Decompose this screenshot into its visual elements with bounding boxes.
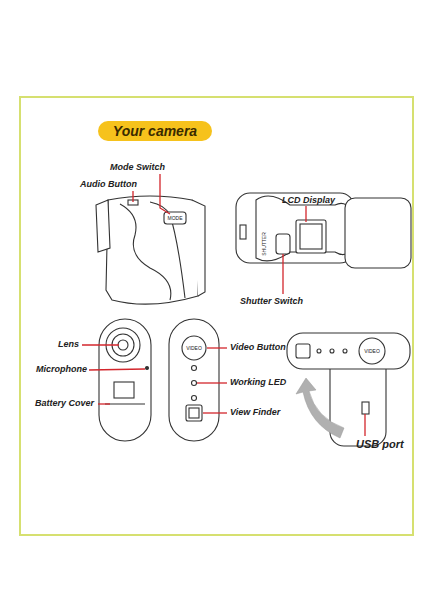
microphone [146, 367, 149, 370]
title: Your camera [113, 124, 197, 138]
leader-line [282, 254, 283, 294]
leader-line [305, 206, 306, 222]
leader-line [197, 382, 227, 383]
part-label: Battery Cover [35, 399, 94, 408]
lcd-display [296, 220, 326, 253]
front-body [99, 319, 151, 441]
leader-line [82, 344, 119, 345]
part-label: LCD Display [282, 196, 335, 205]
video-button [182, 336, 206, 360]
part-label: Audio Button [80, 180, 137, 189]
leader-lines [82, 174, 365, 436]
leader-line [364, 414, 365, 436]
mode-switch [164, 212, 186, 224]
leader-line [207, 347, 227, 348]
part-label: USB port [356, 439, 404, 450]
part-label: Microphone [36, 365, 87, 374]
shutter-switch [276, 234, 290, 254]
led [192, 396, 197, 401]
usb-port [362, 402, 369, 414]
leader-line [160, 174, 170, 214]
part-label: Mode Switch [110, 163, 165, 172]
led [343, 349, 347, 353]
video-button [359, 338, 385, 364]
led [192, 366, 197, 371]
part-label: View Finder [230, 408, 280, 417]
led [317, 349, 321, 353]
grip-curve [120, 204, 171, 300]
leader-line [203, 412, 227, 413]
part-label: Lens [58, 340, 79, 349]
grip-curve [150, 202, 185, 298]
camera-drawings [96, 193, 411, 446]
view-finder [186, 405, 202, 421]
control-marking: VIDEO [186, 346, 202, 351]
side-body [106, 196, 198, 304]
body [236, 193, 354, 263]
back-body [169, 319, 219, 441]
top-band [287, 333, 410, 369]
strap-mount [240, 225, 246, 239]
lens [118, 340, 128, 350]
part-label: Video Button [230, 343, 286, 352]
lens-barrel [345, 198, 411, 268]
strap-mount [96, 200, 110, 252]
body-recess [256, 196, 350, 261]
lcd-screen [300, 224, 322, 249]
view-finder [189, 408, 199, 418]
cover-seam [105, 403, 145, 404]
leader-line [89, 369, 145, 370]
part-label: Working LED [230, 378, 286, 387]
rotate-arrow [296, 378, 344, 438]
side-edge [192, 200, 205, 296]
control-marking: MODE [168, 216, 183, 221]
control-marking: SHUTTER [262, 232, 267, 256]
led [330, 349, 334, 353]
led [192, 381, 197, 386]
title-pill [98, 121, 212, 141]
view-finder [296, 344, 310, 358]
part-label: Shutter Switch [240, 297, 303, 306]
leader-line [132, 191, 133, 202]
battery-cover [114, 382, 134, 398]
control-marking: VIDEO [364, 349, 380, 354]
leader-line [98, 403, 110, 404]
frame [20, 97, 413, 535]
